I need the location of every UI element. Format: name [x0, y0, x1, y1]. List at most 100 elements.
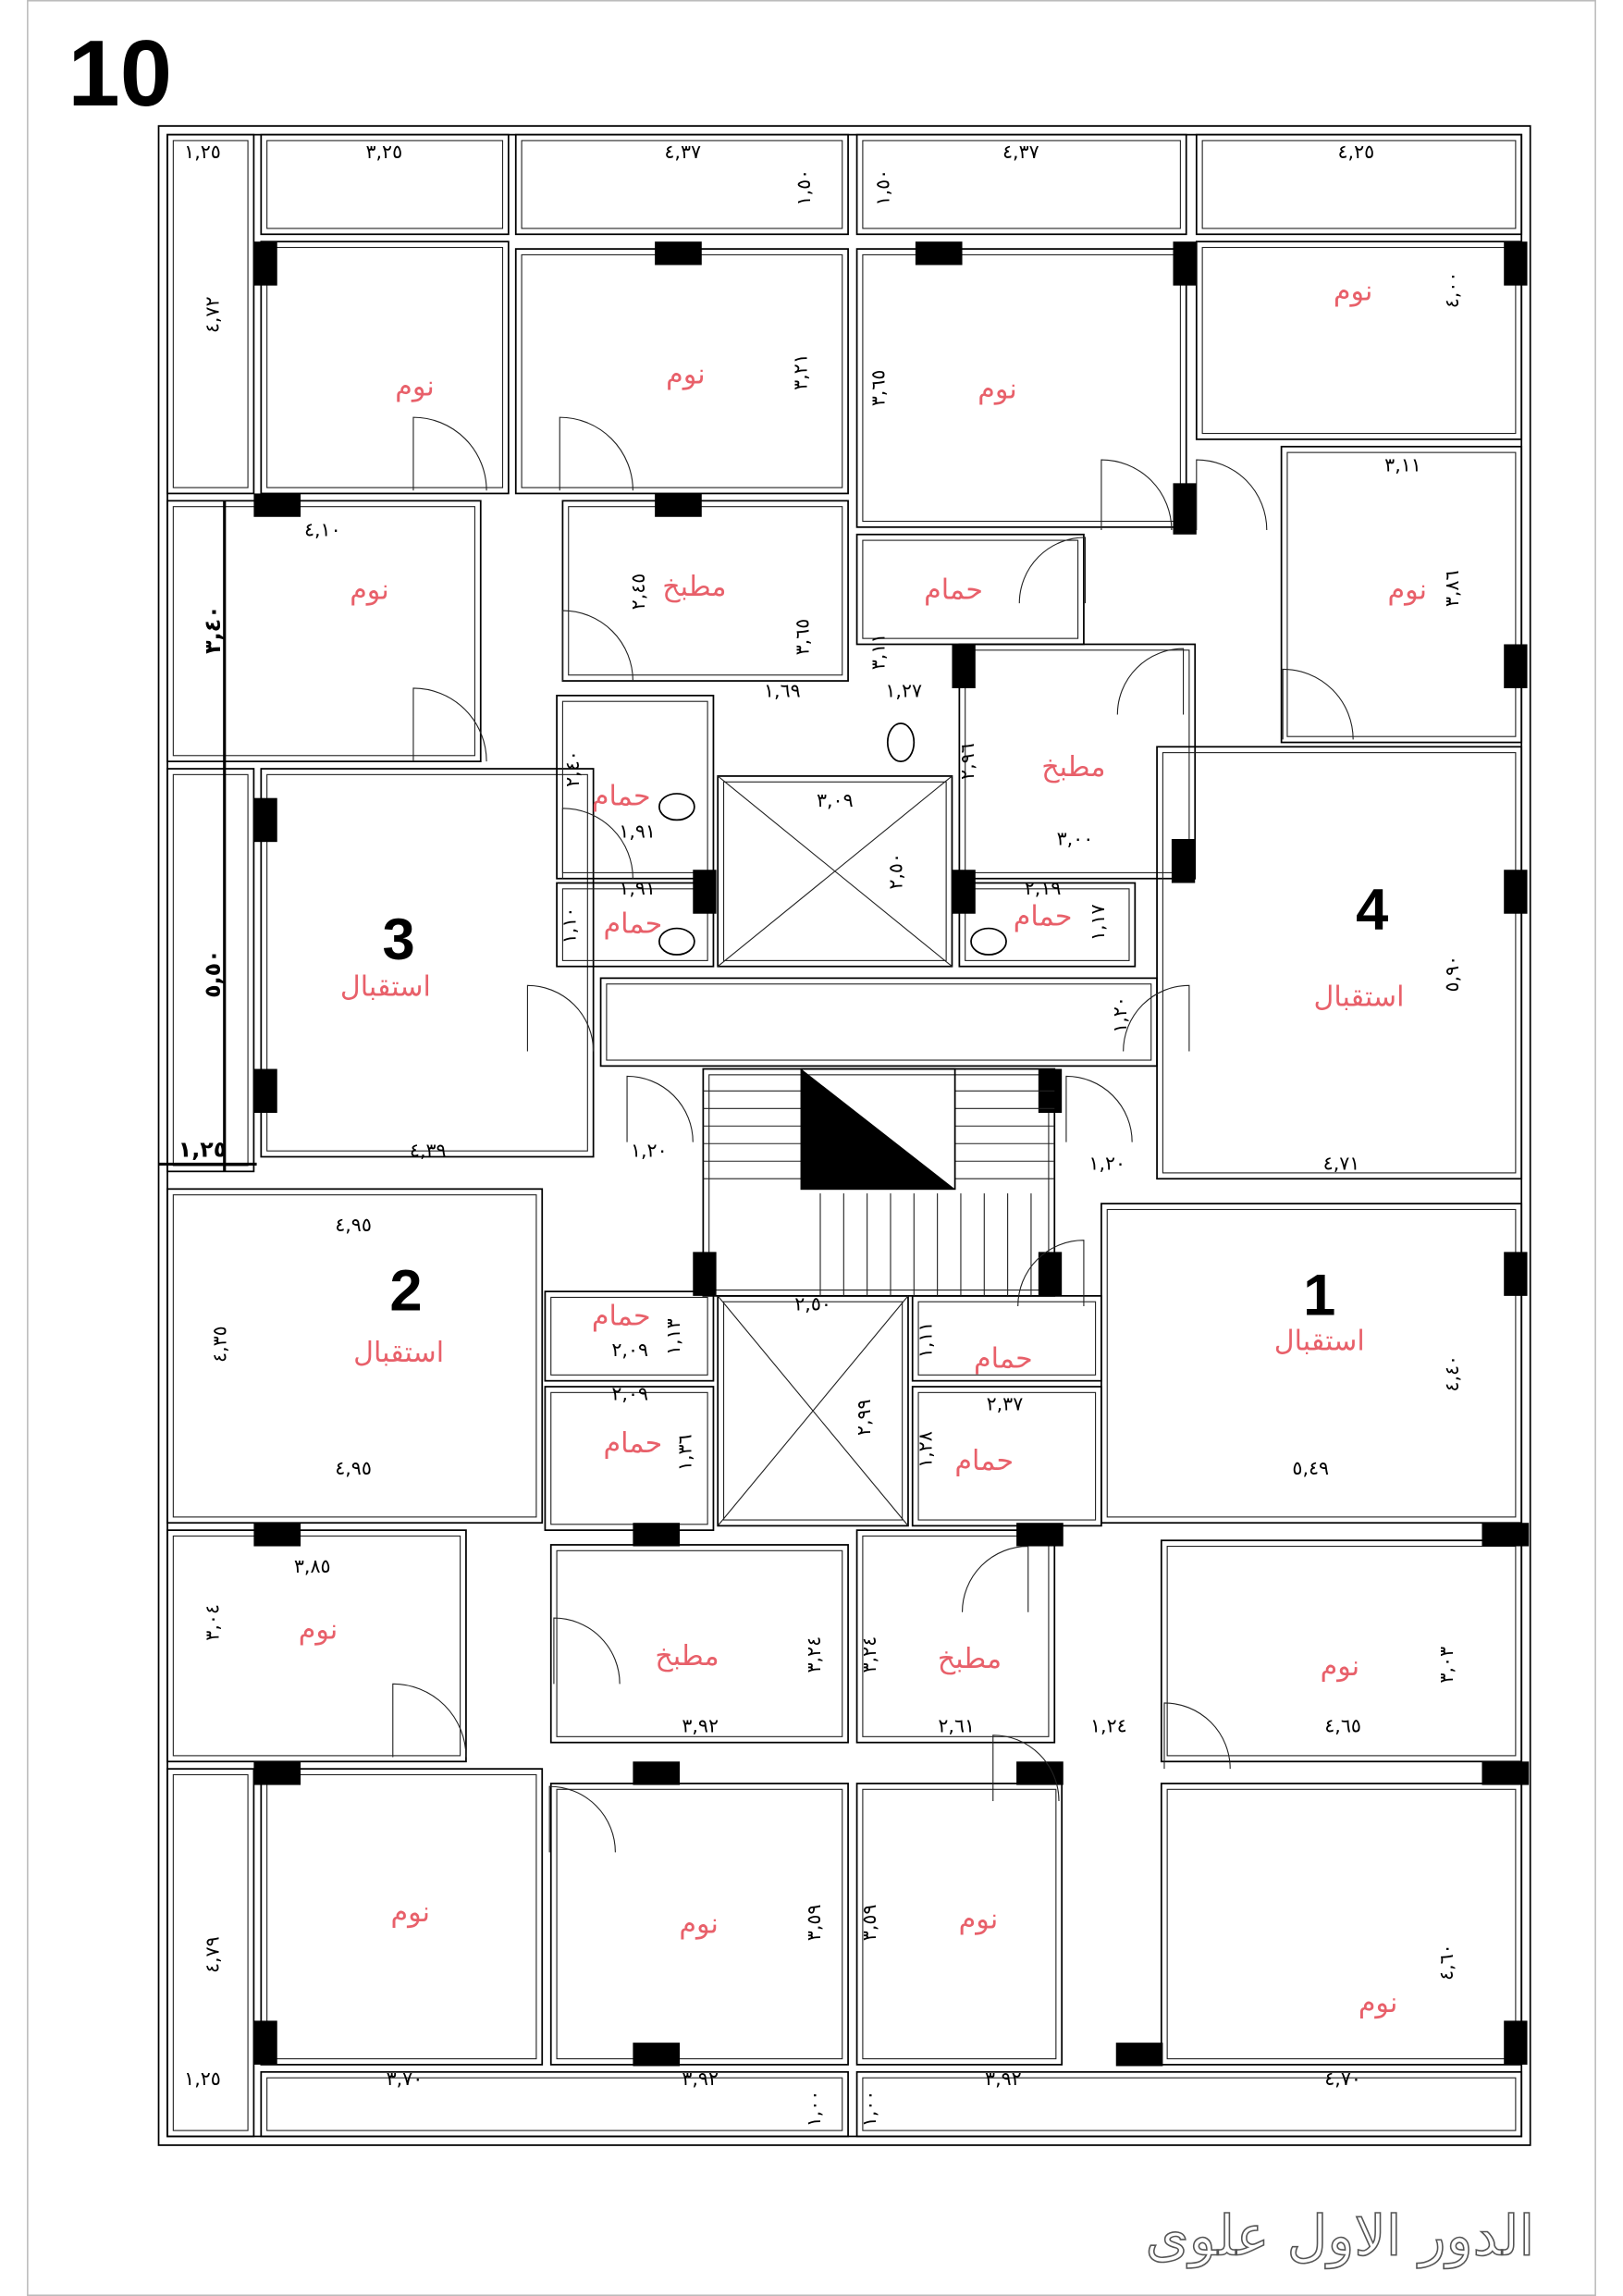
dimension-label: ١,٢٨: [914, 1431, 936, 1468]
room-label: نوم: [679, 1907, 719, 1940]
dimension-label: ٤,٣٧: [1002, 141, 1039, 163]
wall: [1195, 241, 1523, 440]
door-swing: [392, 1683, 467, 1758]
dimension-label: ٣,٥٩: [803, 1905, 825, 1942]
column: [1171, 839, 1196, 883]
dimension-label: ١,٠٠: [858, 2091, 880, 2128]
wall-inner: [917, 1391, 1097, 1521]
column: [1038, 1252, 1063, 1296]
wall-inner: [172, 1773, 249, 2131]
room-label: نوم: [1334, 275, 1373, 307]
page-number: 10: [68, 21, 172, 126]
dimension-label: ٣,٩٢: [985, 2068, 1022, 2090]
wall: [561, 500, 849, 682]
wall: [556, 882, 715, 968]
dimension-label: ٤,٧١: [1323, 1153, 1360, 1175]
dimension-label: ٥,٥٠: [200, 949, 226, 997]
column: [1504, 1252, 1528, 1296]
room-label: حمام: [1014, 900, 1073, 932]
dimension-label: ٣,١١: [867, 634, 890, 671]
stair-void-box: [800, 1068, 956, 1191]
room-label: مطبخ: [662, 571, 726, 603]
dimension-label: ٣,٢٥: [365, 141, 402, 163]
door-swing: [561, 610, 633, 682]
door-swing: [526, 984, 595, 1052]
column: [693, 1252, 717, 1296]
column: [693, 870, 717, 914]
wall: [1195, 133, 1523, 236]
wall: [1100, 1203, 1523, 1524]
wall: [544, 1290, 715, 1382]
wall-inner: [556, 1788, 843, 2060]
wall-inner: [561, 700, 708, 873]
room-label: نوم: [395, 370, 435, 402]
room-label: نوم: [1321, 1650, 1360, 1683]
wall-inner: [1166, 1788, 1517, 2060]
room-label: نوم: [299, 1613, 338, 1646]
dimension-label: ٤,٩٥: [335, 1457, 372, 1479]
wall: [958, 882, 1137, 968]
dimension-label: ٣,٢١: [790, 353, 812, 390]
dimension-label: ١,٠٠: [803, 2091, 825, 2128]
wall-inner: [266, 246, 504, 488]
wall-inner: [862, 2077, 1517, 2131]
wall-inner: [550, 1391, 708, 1525]
wall-inner: [606, 983, 1152, 1061]
wall-inner: [561, 888, 708, 961]
floor-title: الدور الاول علوى: [1146, 2204, 1535, 2269]
dimension-label: ٢,٩٩: [853, 1399, 875, 1436]
wall: [717, 1295, 909, 1527]
page-border: [27, 0, 1596, 2296]
dimension-label: ٤,٢٥: [1338, 141, 1375, 163]
wall-inner: [266, 140, 504, 229]
fixtures: [658, 722, 1007, 956]
dimension-label: ١,٢٠: [631, 1139, 668, 1161]
door-swing: [412, 416, 487, 491]
walls: [157, 125, 1531, 2146]
dimension-label: ٤,٧٠: [1324, 2068, 1361, 2090]
dimension-label: ٣,٧٠: [387, 2068, 424, 2090]
dimension-label: ٤,٩٥: [335, 1214, 372, 1236]
dimension-label: ٤,٦٥: [1324, 1715, 1361, 1737]
door-swing: [1163, 1702, 1231, 1770]
dimension-label: ٣,١١: [1384, 454, 1421, 476]
dimension-label: ٤,٣٧: [664, 141, 701, 163]
column: [1016, 1523, 1064, 1547]
column: [1504, 870, 1528, 914]
column: [1115, 2043, 1163, 2067]
unit-number: 3: [383, 907, 415, 972]
dimension-label: ٢,٤٥: [627, 574, 649, 611]
wall-inner: [266, 773, 588, 1152]
room-label: حمام: [592, 1301, 651, 1333]
wall: [260, 768, 595, 1158]
wall: [166, 768, 255, 1173]
column: [253, 1761, 301, 1785]
wall-inner: [521, 140, 843, 229]
dimension-label: ١,٢٠: [1109, 996, 1131, 1033]
room-label: استقبال: [353, 1337, 444, 1369]
room-label: حمام: [954, 1445, 1014, 1477]
wall: [166, 1768, 255, 2138]
toilet-icon: [886, 722, 916, 762]
dimension-label: ٢,٥٠: [885, 853, 907, 890]
room-label: استقبال: [1314, 981, 1405, 1013]
dimension-label: ٢,٣٧: [987, 1392, 1024, 1414]
dimension-label: ٣,٠٤: [201, 1604, 223, 1641]
wall: [166, 133, 255, 495]
dimension-label: ٣,٨٥: [294, 1555, 331, 1577]
dimension-label: ٤,٤٠: [1441, 1355, 1463, 1392]
wall: [549, 1783, 849, 2066]
elevator-cross: [717, 775, 953, 968]
room-label: حمام: [604, 907, 663, 940]
column: [1482, 1523, 1530, 1547]
wall-inner: [1166, 1545, 1517, 1757]
door-swing: [553, 1617, 621, 1685]
room-label: حمام: [924, 574, 983, 606]
wall: [958, 643, 1197, 880]
column: [952, 644, 976, 688]
dimension-label: ٢,٠٩: [611, 1382, 648, 1404]
dimension-label: ١,٦٩: [764, 679, 801, 701]
dimension-label: ٤,١٠: [304, 518, 341, 540]
dimension-label: ١,١٠: [559, 907, 581, 944]
dimension-label: ١,٥٠: [871, 169, 893, 206]
